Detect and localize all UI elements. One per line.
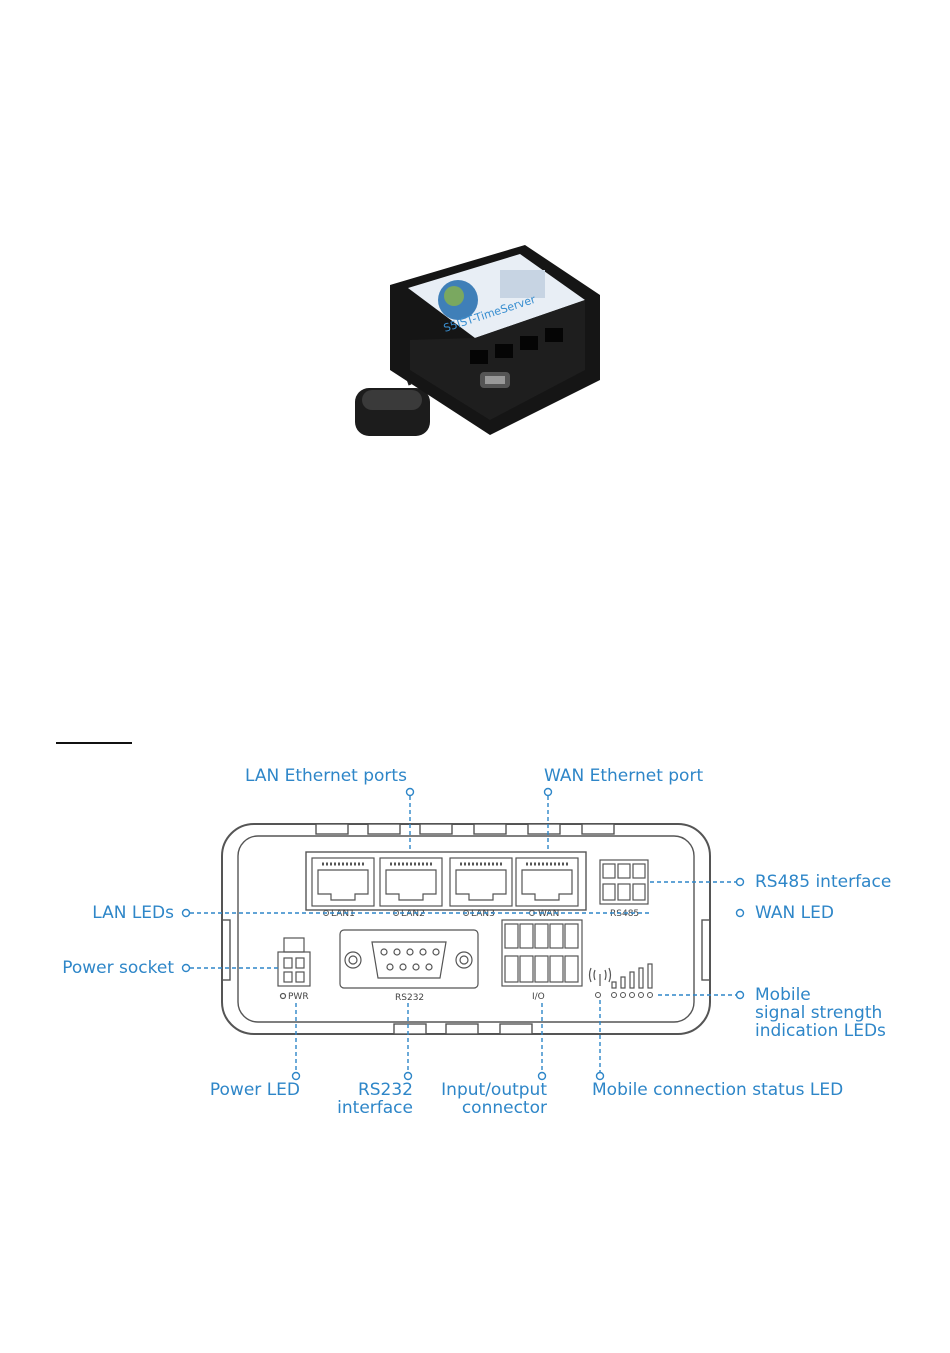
- callout-lan-ethernet-ports: LAN Ethernet ports: [245, 767, 407, 785]
- callout-io-2: connector: [430, 1099, 547, 1117]
- callout-mobile-signal-3: indication LEDs: [755, 1022, 886, 1040]
- bottom-tabs: [394, 1024, 532, 1034]
- callout-mobile-signal-2: signal strength: [755, 1004, 882, 1022]
- lan3-label: LAN3: [471, 909, 495, 919]
- io-label: I/O: [532, 992, 545, 1002]
- callout-io-1: Input/output: [420, 1081, 547, 1099]
- callout-power-led: Power LED: [190, 1081, 300, 1099]
- rs232-label: RS232: [395, 993, 424, 1003]
- rs485-label: RS485: [610, 909, 639, 919]
- callout-mobile-signal-1: Mobile: [755, 986, 811, 1004]
- wan-label: WAN: [538, 909, 559, 919]
- callout-power-socket: Power socket: [40, 959, 174, 977]
- callout-mobile-status-led: Mobile connection status LED: [592, 1081, 843, 1099]
- lan2-label: LAN2: [401, 909, 425, 919]
- callout-wan-led: WAN LED: [755, 904, 834, 922]
- callout-lan-leds: LAN LEDs: [60, 904, 174, 922]
- callout-rs232-2: interface: [320, 1099, 413, 1117]
- callout-rs232-1: RS232: [330, 1081, 413, 1099]
- pwr-label: PWR: [288, 992, 309, 1002]
- lan1-label: LAN1: [331, 909, 355, 919]
- device-case-outline: [222, 824, 710, 1034]
- callout-wan-ethernet-port: WAN Ethernet port: [544, 767, 703, 785]
- callout-rs485-interface: RS485 interface: [755, 873, 891, 891]
